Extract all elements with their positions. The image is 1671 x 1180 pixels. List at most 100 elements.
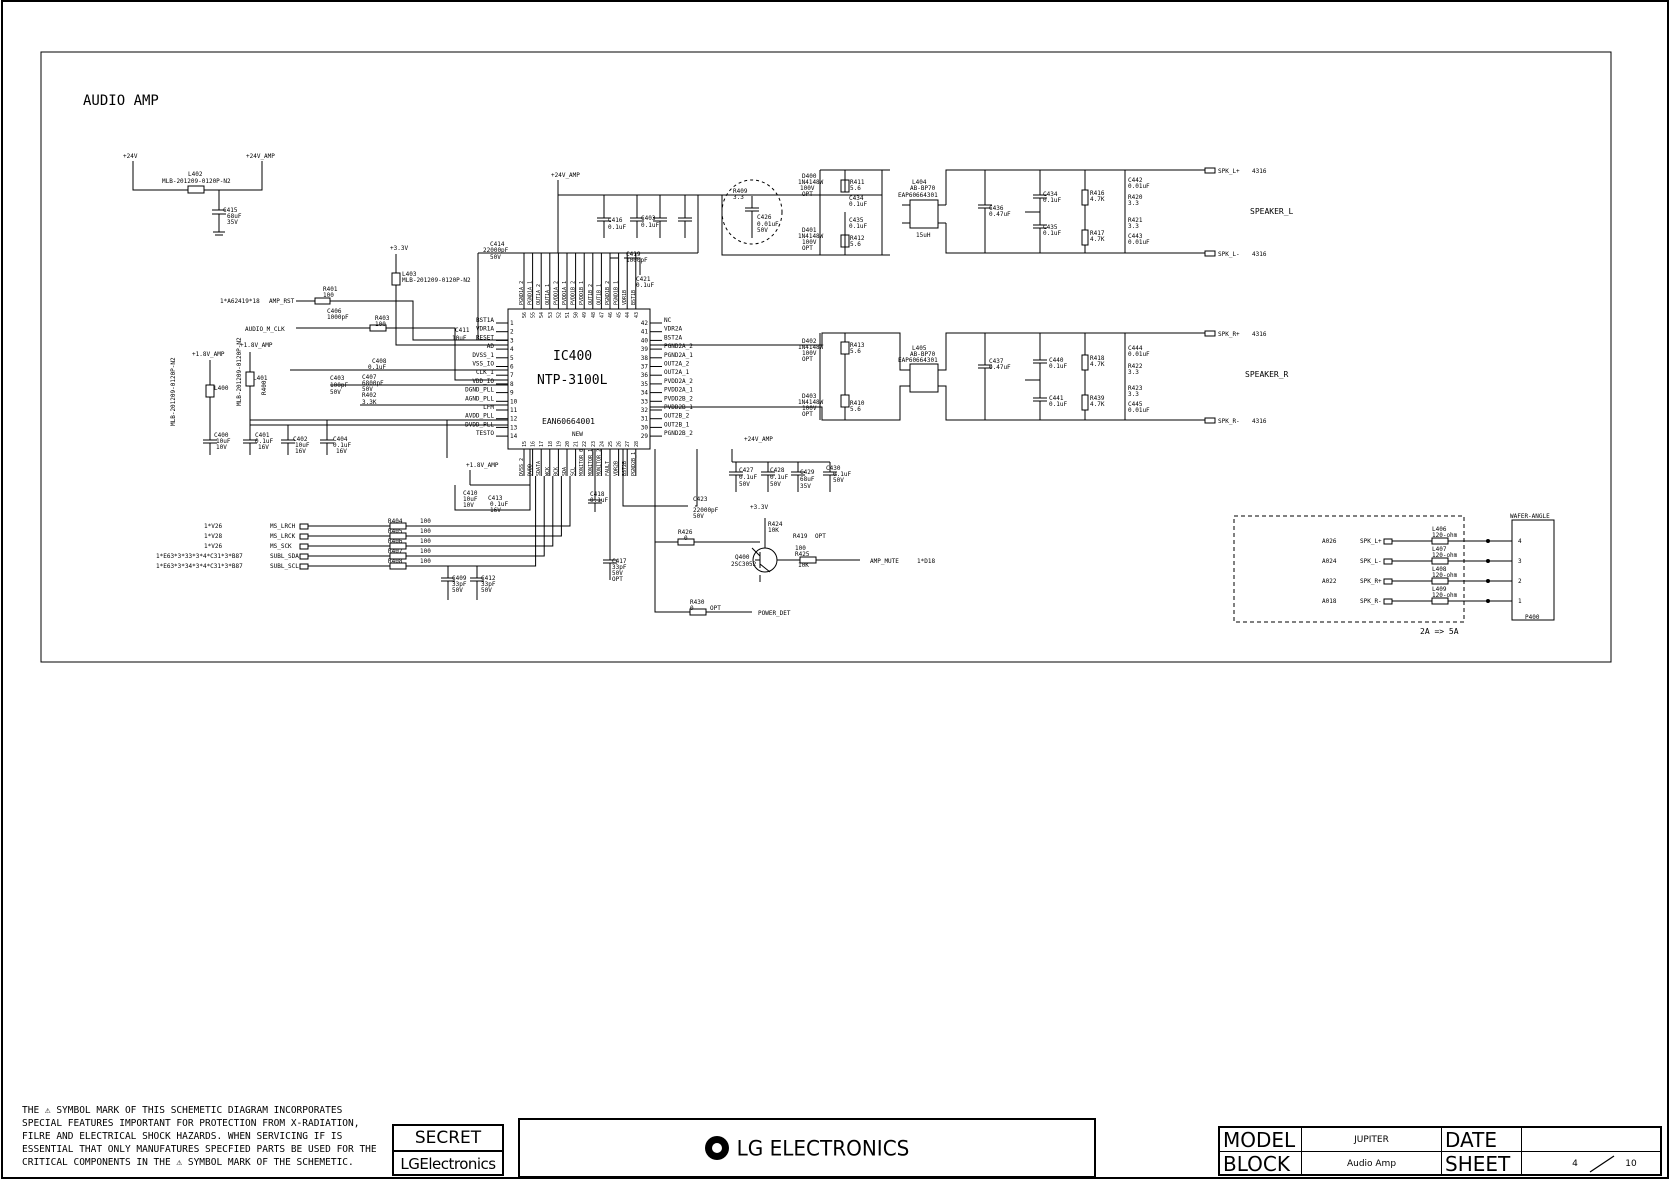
pin-num: 49 bbox=[582, 312, 588, 318]
pin-num: 26 bbox=[617, 441, 623, 447]
svg-text:MLB-201209-0120P-N2: MLB-201209-0120P-N2 bbox=[162, 178, 231, 185]
svg-text:C421: C421 bbox=[636, 276, 651, 283]
svg-text:5.6: 5.6 bbox=[850, 406, 861, 413]
pin-num: 7 bbox=[510, 372, 514, 379]
svg-text:C414: C414 bbox=[490, 241, 505, 248]
secret-box: SECRET LGElectronics bbox=[392, 1124, 504, 1176]
svg-text:NTP-3100L: NTP-3100L bbox=[537, 373, 608, 388]
pin-num: 25 bbox=[608, 441, 614, 447]
pin-name: PGND1B_2 bbox=[605, 281, 611, 305]
svg-text:50V: 50V bbox=[739, 481, 750, 488]
svg-text:C415: C415 bbox=[223, 207, 238, 214]
conn-net: SPK_L+ bbox=[1360, 538, 1382, 545]
svg-text:C436: C436 bbox=[989, 205, 1004, 212]
i2s-port bbox=[299, 553, 309, 560]
pin-num: 40 bbox=[641, 337, 649, 344]
pin-name: VDR1A bbox=[476, 326, 494, 333]
svg-text:100pF: 100pF bbox=[330, 382, 348, 389]
svg-text:68uF: 68uF bbox=[800, 476, 815, 483]
svg-text:OPT: OPT bbox=[815, 533, 826, 540]
svg-text:4316: 4316 bbox=[1252, 251, 1267, 258]
svg-text:R401: R401 bbox=[323, 286, 338, 293]
pin-num: 13 bbox=[510, 424, 518, 431]
conn-port bbox=[1383, 578, 1393, 585]
cap-ref: C409 bbox=[452, 575, 467, 582]
svg-text:+1.8V_AMP: +1.8V_AMP bbox=[192, 351, 225, 358]
svg-text:MLB-201209-0120P-N2: MLB-201209-0120P-N2 bbox=[170, 357, 177, 426]
svg-text:R403: R403 bbox=[375, 315, 390, 322]
conn-ind-ref: L406 bbox=[1432, 526, 1447, 533]
svg-text:0.47uF: 0.47uF bbox=[989, 364, 1011, 371]
i2s-port bbox=[299, 563, 309, 570]
svg-text:C400: C400 bbox=[214, 432, 229, 439]
pin-num: 51 bbox=[565, 312, 571, 318]
pin-num: 22 bbox=[582, 441, 588, 447]
svg-text:L402: L402 bbox=[188, 171, 203, 178]
i2s-res-ref: R408 bbox=[388, 558, 403, 565]
i2s-port bbox=[299, 533, 309, 540]
svg-text:15uH: 15uH bbox=[916, 232, 931, 239]
pin-num: 23 bbox=[591, 441, 597, 447]
pin-name: PVDD2A_2 bbox=[664, 378, 693, 385]
svg-text:0.1uF: 0.1uF bbox=[1043, 230, 1061, 237]
conn-ref: A018 bbox=[1322, 598, 1337, 605]
svg-text:R413: R413 bbox=[850, 342, 865, 349]
pin-name: OUT1B_2 bbox=[588, 284, 594, 305]
svg-text:R421: R421 bbox=[1128, 217, 1143, 224]
svg-text:0.1uF: 0.1uF bbox=[1049, 401, 1067, 408]
svg-text:0.1uF: 0.1uF bbox=[368, 364, 386, 371]
svg-text:L404: L404 bbox=[912, 179, 927, 186]
title-block: MODEL JUPITER DATE BLOCK Audio Amp SHEET… bbox=[1218, 1126, 1662, 1176]
svg-text:R419: R419 bbox=[793, 533, 808, 540]
pin-num: 44 bbox=[625, 312, 631, 318]
conn-port bbox=[1383, 558, 1393, 565]
pin-num: 28 bbox=[634, 441, 640, 447]
conn-node bbox=[1486, 559, 1490, 563]
i2s-resistor bbox=[389, 552, 407, 560]
svg-text:D401: D401 bbox=[802, 227, 817, 234]
pin-num: 29 bbox=[641, 433, 649, 440]
svg-text:10K: 10K bbox=[798, 562, 809, 569]
pin-name: SDATA bbox=[536, 461, 542, 476]
safety-notice: THE ⚠ SYMBOL MARK OF THIS SCHEMETIC DIAG… bbox=[22, 1105, 377, 1168]
conn-ref: A026 bbox=[1322, 538, 1337, 545]
svg-text:100: 100 bbox=[795, 545, 806, 552]
svg-text:5.6: 5.6 bbox=[850, 185, 861, 192]
pin-num: 8 bbox=[510, 381, 514, 388]
pin-num: 45 bbox=[617, 312, 623, 318]
svg-text:4316: 4316 bbox=[1252, 168, 1267, 175]
svg-text:C407: C407 bbox=[362, 374, 377, 381]
pin-num: 32 bbox=[641, 407, 649, 414]
pin-num: 47 bbox=[599, 312, 605, 318]
svg-text:MLB-201209-0120P-N2: MLB-201209-0120P-N2 bbox=[402, 277, 471, 284]
svg-text:0.01uF: 0.01uF bbox=[1128, 239, 1150, 246]
svg-text:SPEAKER_L: SPEAKER_L bbox=[1250, 207, 1294, 216]
svg-text:IC400: IC400 bbox=[553, 349, 592, 364]
svg-text:16V: 16V bbox=[258, 444, 269, 451]
svg-text:R422: R422 bbox=[1128, 363, 1143, 370]
pin-num: 14 bbox=[510, 433, 518, 440]
i2s-net: SUBL_SDA bbox=[270, 553, 299, 560]
i2s-res-ref: R407 bbox=[388, 548, 403, 555]
svg-text:L405: L405 bbox=[912, 345, 927, 352]
pin-name: NC bbox=[664, 317, 672, 324]
conn-ind-ref: L407 bbox=[1432, 546, 1447, 553]
pin-name: PVDD1A_2 bbox=[553, 281, 559, 305]
pin-name: VDR1B bbox=[622, 290, 628, 305]
cap-volt: 50V bbox=[452, 587, 463, 594]
svg-text:50V: 50V bbox=[330, 389, 341, 396]
svg-text:+24V_AMP: +24V_AMP bbox=[744, 436, 773, 443]
pin-num: 54 bbox=[539, 312, 545, 318]
pin-num: 43 bbox=[634, 312, 640, 318]
svg-text:+24V_AMP: +24V_AMP bbox=[551, 172, 580, 179]
svg-text:R426: R426 bbox=[678, 529, 693, 536]
pin-name: DVSS_2 bbox=[519, 458, 525, 476]
pin-num: 34 bbox=[641, 390, 649, 397]
pin-num: 38 bbox=[641, 355, 649, 362]
svg-text:NEW: NEW bbox=[572, 431, 583, 438]
svg-text:C404: C404 bbox=[333, 436, 348, 443]
i2s-res-ref: R405 bbox=[388, 528, 403, 535]
inductor-l405 bbox=[909, 363, 939, 393]
